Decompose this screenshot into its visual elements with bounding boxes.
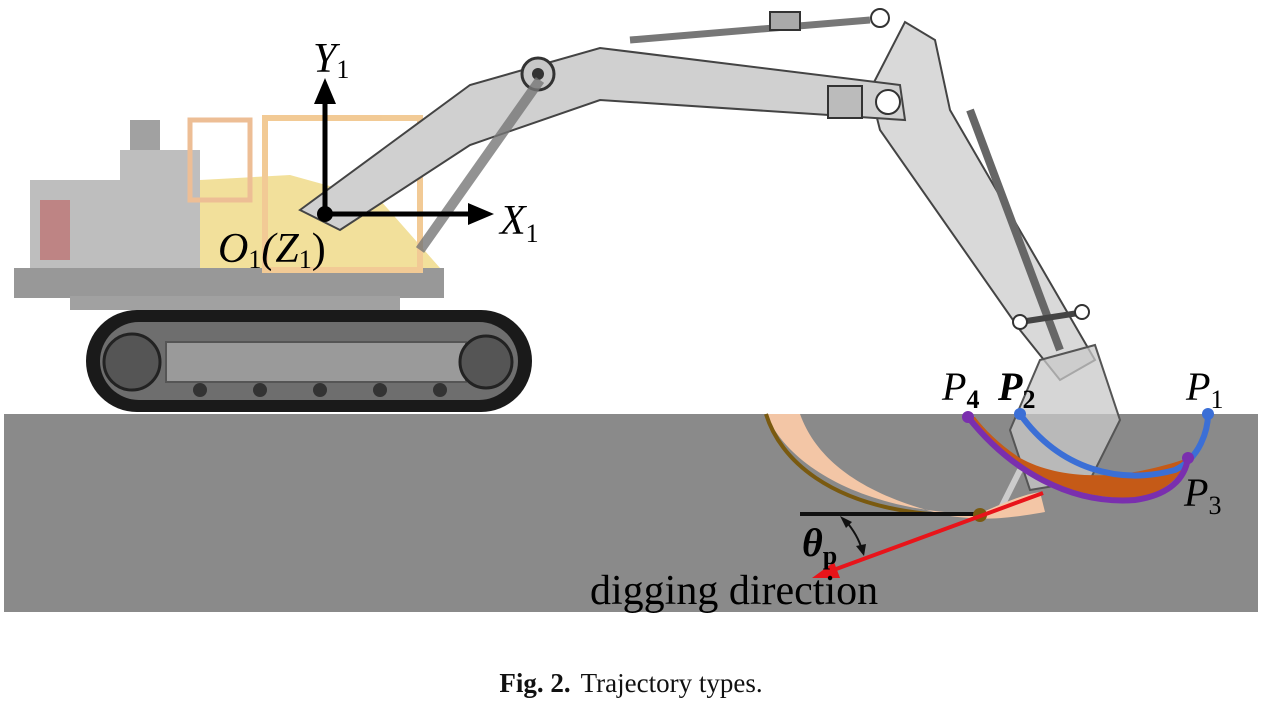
crawler-track <box>86 310 532 412</box>
dig-region-peach <box>766 414 1045 519</box>
point-p4-label: P4 <box>941 364 979 414</box>
theta-arc-head-bottom <box>856 544 866 556</box>
point-p1-marker <box>1202 408 1214 420</box>
theta-label: θp <box>802 520 837 570</box>
point-p3-marker <box>1182 452 1194 464</box>
figure-number: Fig. 2. <box>499 668 571 698</box>
origin-point <box>317 206 333 222</box>
dig-region-outline <box>764 413 931 516</box>
digging-direction-arrowhead <box>812 562 840 578</box>
point-p1-label: P1 <box>1185 364 1223 414</box>
point-p4-marker <box>962 411 974 423</box>
digging-direction-arrow <box>827 491 1044 574</box>
y-axis-arrowhead <box>314 78 336 104</box>
caption-text: Trajectory types. <box>580 668 763 698</box>
y-axis-label: Y1 <box>313 36 349 84</box>
origin-label: O1(Z1) <box>218 226 326 274</box>
x-axis-label: X1 <box>498 198 539 248</box>
point-p2-label: P2 <box>997 364 1035 414</box>
blue-trajectory <box>1017 412 1211 479</box>
excavator-stick <box>868 8 1097 382</box>
point-p2-marker <box>1014 408 1026 420</box>
figure-caption: Fig. 2. Trajectory types. <box>0 668 1262 699</box>
theta-arc-head-top <box>840 516 852 528</box>
x-axis-arrowhead <box>468 203 494 225</box>
point-p3-label: P3 <box>1183 470 1221 520</box>
excavator-boom <box>298 11 907 253</box>
excavator-body <box>14 115 444 310</box>
digging-direction-label: digging direction <box>590 568 878 614</box>
purple-trajectory <box>965 415 1191 504</box>
